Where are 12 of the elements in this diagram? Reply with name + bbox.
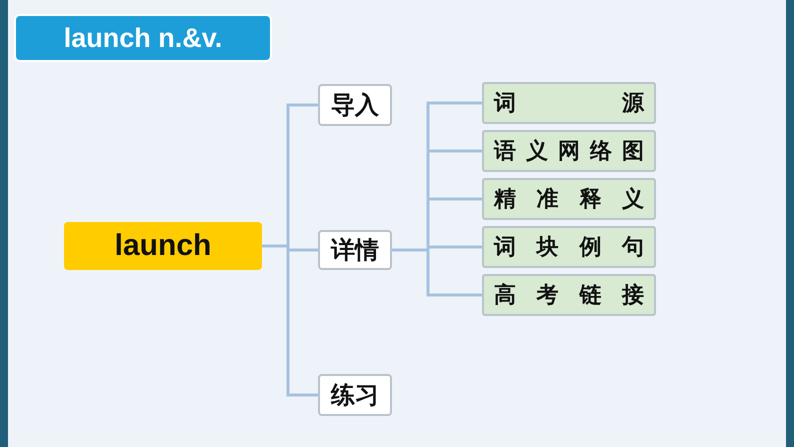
subtopic-box: 语义网络图 <box>482 130 656 172</box>
subtopic-box: 词块例句 <box>482 226 656 268</box>
root-box: launch <box>64 222 262 270</box>
subtopic-box: 精准释义 <box>482 178 656 220</box>
connector-line <box>262 244 318 396</box>
topic-box: 练习 <box>318 374 392 416</box>
subtopic-box: 高考链接 <box>482 274 656 316</box>
connector-line <box>392 248 482 296</box>
title-banner: launch n.&v. <box>14 14 272 62</box>
topic-box: 导入 <box>318 84 392 126</box>
subtopic-box: 词源 <box>482 82 656 124</box>
topic-box: 详情 <box>318 230 392 270</box>
